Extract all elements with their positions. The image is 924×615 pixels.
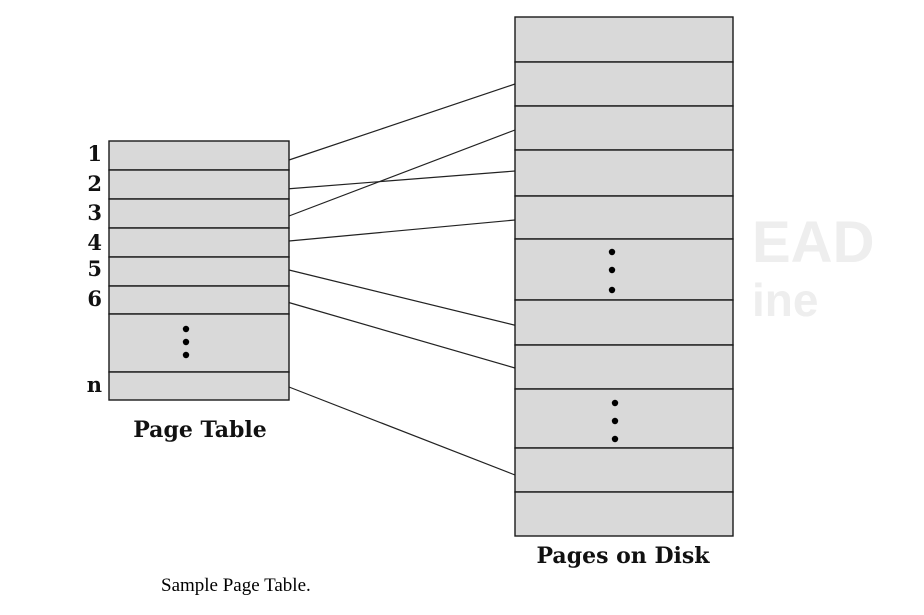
mapping-line-5 xyxy=(288,269,519,327)
disk-ellipsis-b-dot-3 xyxy=(611,435,619,443)
watermark-line-1: EAD xyxy=(752,210,874,275)
mapping-line-3 xyxy=(288,129,516,217)
mapping-line-7 xyxy=(288,386,516,476)
page-table-row-label: n xyxy=(87,372,102,397)
figure-caption: Sample Page Table. xyxy=(161,575,311,596)
disk-page-8 xyxy=(514,344,734,390)
page-table-row-label: 5 xyxy=(87,256,102,281)
watermark-line-2: ine xyxy=(752,274,818,326)
mapping-line-1 xyxy=(288,83,516,161)
page-table-row-label: 3 xyxy=(87,200,102,225)
page-table-ellipsis-dot-1 xyxy=(182,325,190,333)
disk-page-4 xyxy=(514,149,734,197)
page-table-row-2 xyxy=(108,169,290,200)
disk-ellipsis-a-dot-1 xyxy=(608,248,616,256)
page-table: 1 2 3 45 6 n xyxy=(87,140,290,401)
disk-page-11 xyxy=(514,491,734,537)
disk-page-6 xyxy=(514,238,734,301)
page-table-row-3 xyxy=(108,198,290,229)
disk-page-7 xyxy=(514,299,734,346)
disk-page-2 xyxy=(514,61,734,107)
page-table-row-label: 6 xyxy=(87,286,102,311)
disk-ellipsis-a-dot-3 xyxy=(608,286,616,294)
disk-page-9 xyxy=(514,388,734,449)
page-table-title: Page Table xyxy=(133,417,267,443)
page-table-row-label: 1 xyxy=(87,141,102,166)
page-table-ellipsis-dot-3 xyxy=(182,351,190,359)
disk-ellipsis-a-dot-2 xyxy=(608,266,616,274)
page-table-row-label: 4 xyxy=(87,230,102,255)
mapping-lines xyxy=(285,83,519,476)
page-table-row-6 xyxy=(108,285,290,315)
disk-page-5 xyxy=(514,195,734,240)
disk-page-3 xyxy=(514,105,734,151)
disk-ellipsis-b-dot-1 xyxy=(611,399,619,407)
disk-title: Pages on Disk xyxy=(536,543,710,569)
page-table-row-5 xyxy=(108,256,290,287)
watermark: EAD ine xyxy=(752,210,874,326)
mapping-line-2 xyxy=(285,170,516,190)
disk-ellipsis-b-dot-2 xyxy=(611,417,619,425)
page-table-row-4 xyxy=(108,227,290,258)
pages-on-disk xyxy=(514,16,734,537)
page-table-row-label: 2 xyxy=(87,171,102,196)
page-table-row-7 xyxy=(108,313,290,373)
disk-page-10 xyxy=(514,447,734,493)
page-table-ellipsis-dot-2 xyxy=(182,338,190,346)
mapping-line-4 xyxy=(288,219,516,242)
mapping-line-6 xyxy=(286,301,516,369)
disk-page-1 xyxy=(514,16,734,63)
page-table-row-1 xyxy=(108,140,290,171)
page-table-row-8 xyxy=(108,371,290,401)
